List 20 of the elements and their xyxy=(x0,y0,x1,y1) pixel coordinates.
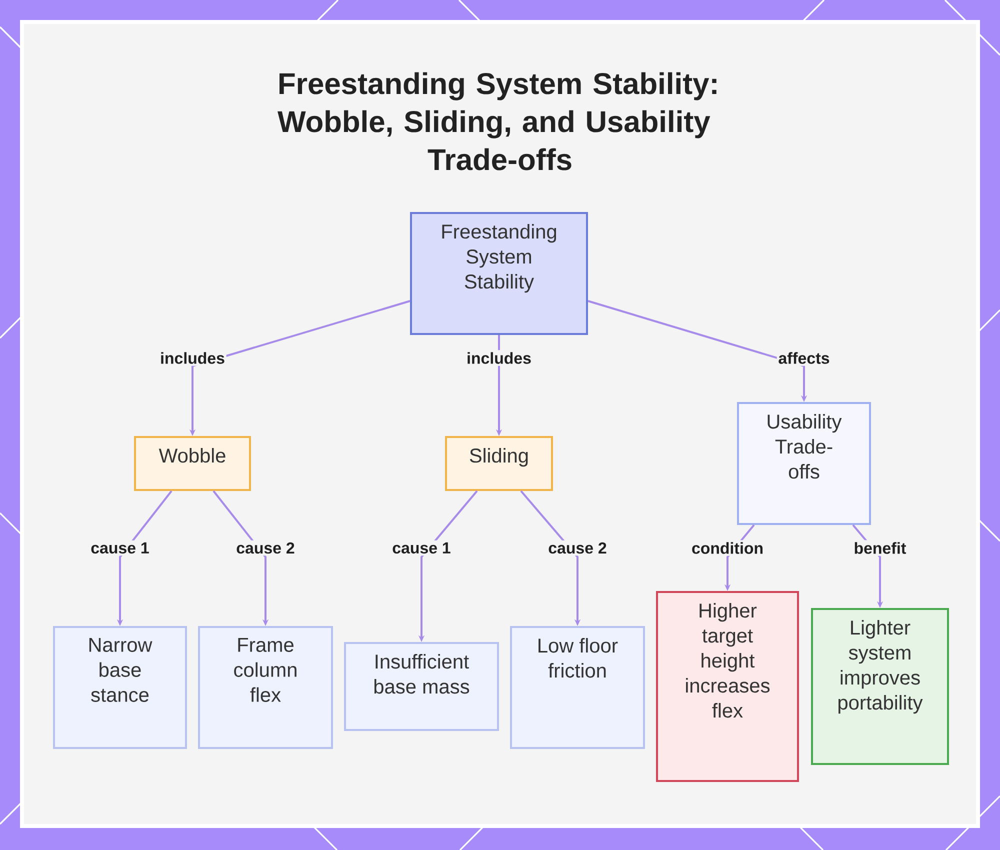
edge-label: includes xyxy=(465,350,533,366)
edge-label: cause 2 xyxy=(546,540,608,556)
edge-label: cause 1 xyxy=(89,540,151,556)
edge-label: benefit xyxy=(852,540,908,556)
cause-box: Low floor friction xyxy=(510,626,645,749)
category-box: Usability Trade-offs xyxy=(737,402,871,525)
category-box: Sliding xyxy=(445,436,553,491)
condition-box: Higher target height increases flex xyxy=(656,591,799,782)
edge-label: cause 1 xyxy=(390,540,452,556)
category-box: Wobble xyxy=(134,436,251,491)
cause-box: Narrow base stance xyxy=(53,626,187,749)
edge-label: cause 2 xyxy=(234,540,296,556)
edge-label: includes xyxy=(158,350,226,366)
edge-label: affects xyxy=(776,350,832,366)
edge-label: condition xyxy=(690,540,765,556)
topic-box: Freestanding System Stability xyxy=(410,212,588,335)
cause-box: Insufficient base mass xyxy=(344,642,499,731)
benefit-box: Lighter system improves portability xyxy=(811,608,949,765)
title: Freestanding System Stability: Wobble, Sliding, and Usability Trade-offs xyxy=(278,72,716,170)
cause-box: Frame column flex xyxy=(198,626,333,749)
